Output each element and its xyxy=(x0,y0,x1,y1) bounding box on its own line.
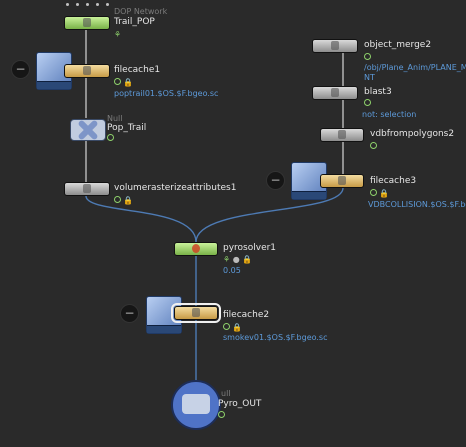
node-trail-pop[interactable] xyxy=(64,16,110,30)
node-flags xyxy=(364,53,373,62)
merge-icon xyxy=(331,41,339,50)
vdb-icon xyxy=(338,130,346,139)
null-icon[interactable] xyxy=(171,380,221,430)
node-flags xyxy=(370,142,379,151)
node-name-pop-trail[interactable]: Pop_Trail xyxy=(107,123,147,133)
dop-icon xyxy=(83,18,91,27)
minus-icon[interactable]: − xyxy=(120,304,139,323)
node-param-filecache3: VDBCOLLISION.$OS.$F.bgeo xyxy=(368,200,466,209)
node-name-volumerasterize[interactable]: volumerasterizeattributes1 xyxy=(114,183,237,193)
node-name-filecache3[interactable]: filecache3 xyxy=(370,176,417,186)
node-name-blast3[interactable]: blast3 xyxy=(364,87,392,97)
node-name-object-merge2[interactable]: object_merge2 xyxy=(364,40,432,50)
wire-volume-to-pyro xyxy=(85,195,197,243)
node-filecache3[interactable] xyxy=(320,174,364,188)
node-flags xyxy=(364,99,373,108)
node-param-object-merge2: /obj/Plane_Anim/PLANE_M xyxy=(364,63,466,72)
node-flags xyxy=(218,411,227,420)
node-param-filecache1: poptrail01.$OS.$F.bgeo.sc xyxy=(114,89,219,98)
node-name-vdbfrompolygons2[interactable]: vdbfrompolygons2 xyxy=(370,129,455,139)
lock-icon xyxy=(192,308,200,317)
disk-icon xyxy=(146,296,182,334)
node-flags: 🔒 xyxy=(370,189,389,198)
node-filecache2[interactable] xyxy=(171,303,221,323)
node-name-pyro-out[interactable]: Pyro_OUT xyxy=(218,399,262,409)
node-param-filecache2: smokev01.$OS.$F.bgeo.sc xyxy=(223,333,328,342)
node-flags: ⚘ ● 🔒 xyxy=(223,255,253,264)
node-name-filecache1[interactable]: filecache1 xyxy=(114,65,161,75)
node-flags xyxy=(107,134,116,143)
null-glyph xyxy=(182,394,210,414)
node-param-pyrosolver1: 0.05 xyxy=(223,266,241,275)
lock-icon xyxy=(338,176,346,185)
solver-icon xyxy=(192,244,200,253)
volume-icon xyxy=(83,184,91,193)
node-flags: 🔒 xyxy=(114,78,133,87)
node-param-blast3: not: selection xyxy=(362,110,417,119)
node-object-merge2[interactable] xyxy=(312,39,358,53)
minus-icon[interactable]: − xyxy=(266,171,285,190)
input-dot xyxy=(106,3,109,6)
node-volumerasterize[interactable] xyxy=(64,182,110,196)
input-dot xyxy=(86,3,89,6)
node-name-filecache2[interactable]: filecache2 xyxy=(223,310,270,320)
node-flags: 🔒 xyxy=(114,196,133,205)
input-dot xyxy=(96,3,99,6)
node-flags: ⚘ xyxy=(114,30,122,39)
node-filecache1[interactable] xyxy=(64,64,110,78)
lock-icon xyxy=(83,66,91,75)
wire-filecache3-to-pyro xyxy=(195,187,344,243)
node-type-label: ull xyxy=(221,389,231,398)
node-type-label: Null xyxy=(107,114,123,123)
blast-icon xyxy=(331,88,339,97)
null-icon[interactable] xyxy=(70,119,106,141)
node-vdbfrompolygons2[interactable] xyxy=(320,128,364,142)
node-param-object-merge2-cont: NT xyxy=(364,73,375,82)
input-dot xyxy=(66,3,69,6)
node-pyrosolver1[interactable] xyxy=(174,242,218,256)
node-name-pyrosolver1[interactable]: pyrosolver1 xyxy=(223,243,277,253)
node-name-trail-pop[interactable]: Trail_POP xyxy=(114,17,155,27)
node-type-label: DOP Network xyxy=(114,7,168,16)
node-flags: 🔒 xyxy=(223,323,242,332)
minus-icon[interactable]: − xyxy=(11,60,30,79)
node-blast3[interactable] xyxy=(312,86,358,100)
input-dot xyxy=(76,3,79,6)
